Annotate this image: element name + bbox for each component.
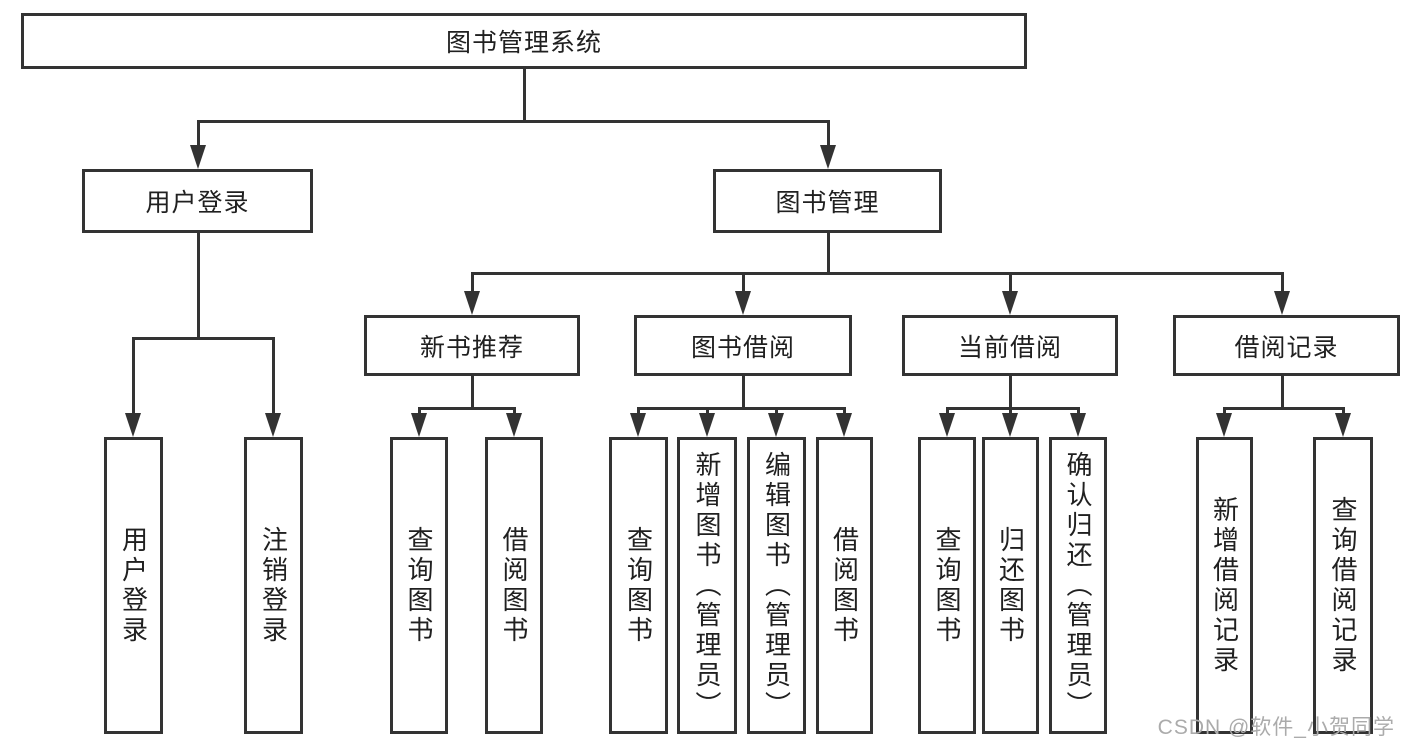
- connector-borrow-record-bar: [1223, 407, 1344, 410]
- node-book-mgmt: 图书管理: [713, 169, 942, 233]
- arrowhead-leaf-user-login: [125, 413, 141, 437]
- arrowhead-edit-book: [768, 413, 784, 437]
- connector-branch-return-book: [1009, 407, 1012, 415]
- arrowhead-add-record: [1216, 413, 1232, 437]
- connector-branch-book-borrow: [742, 272, 745, 293]
- connector-branch-borrow-record: [1281, 272, 1284, 293]
- leaf-add-borrow-record: 新增借阅记录: [1196, 437, 1253, 734]
- arrowhead-leaf-logout: [265, 413, 281, 437]
- arrowhead-book-mgmt: [820, 145, 836, 169]
- arrowhead-current-borrow: [1002, 291, 1018, 315]
- leaf-confirm-return: 确认归还（管理员）: [1049, 437, 1107, 734]
- connector-level3-bar: [471, 272, 1283, 275]
- node-borrow-record-label: 借阅记录: [1234, 333, 1339, 362]
- arrowhead-query-book-a: [411, 413, 427, 437]
- connector-branch-book-mgmt: [827, 120, 830, 147]
- arrowhead-book-borrow: [735, 291, 751, 315]
- connector-book-mgmt-stem: [827, 233, 830, 274]
- connector-branch-new-book-rec: [471, 272, 474, 293]
- connector-current-borrow-stem: [1009, 376, 1012, 409]
- arrowhead-add-book: [699, 413, 715, 437]
- leaf-query-book-current: 查询图书: [918, 437, 976, 734]
- connector-branch-edit-book: [775, 407, 778, 415]
- leaf-add-borrow-record-label: 新增借阅记录: [1209, 495, 1240, 676]
- connector-branch-confirm-return: [1077, 407, 1080, 415]
- leaf-logout: 注销登录: [244, 437, 303, 734]
- connector-root-stem: [523, 69, 526, 123]
- arrowhead-return-book: [1002, 413, 1018, 437]
- connector-book-borrow-bar: [637, 407, 845, 410]
- connector-branch-add-record: [1223, 407, 1226, 415]
- leaf-add-book-label: 新增图书（管理员）: [692, 450, 722, 721]
- node-current-borrow-label: 当前借阅: [957, 333, 1062, 362]
- node-root-label: 图书管理系统: [445, 29, 602, 57]
- connector-branch-query-book-c: [946, 407, 949, 415]
- csdn-watermark: CSDN @软件_小贺同学: [1157, 716, 1395, 739]
- leaf-query-book-current-label: 查询图书: [932, 525, 962, 646]
- connector-branch-query-record: [1342, 407, 1345, 415]
- leaf-user-login-label: 用户登录: [118, 525, 149, 646]
- connector-branch-borrow-book-b: [843, 407, 846, 415]
- connector-branch-current-borrow: [1009, 272, 1012, 293]
- connector-new-book-rec-stem: [471, 376, 474, 409]
- arrowhead-new-book-rec: [464, 291, 480, 315]
- node-root: 图书管理系统: [21, 13, 1027, 69]
- arrowhead-confirm-return: [1070, 413, 1086, 437]
- connector-branch-query-book-a: [418, 407, 421, 415]
- arrowhead-borrow-book-b: [836, 413, 852, 437]
- node-user-login: 用户登录: [82, 169, 313, 233]
- connector-branch-query-book-b: [637, 407, 640, 415]
- connector-user-login-stem: [197, 233, 200, 339]
- leaf-user-login: 用户登录: [104, 437, 163, 734]
- arrowhead-query-record: [1335, 413, 1351, 437]
- leaf-query-borrow-record-label: 查询借阅记录: [1328, 495, 1358, 676]
- leaf-borrow-book-rec: 借阅图书: [485, 437, 543, 734]
- connector-branch-user-login: [197, 120, 200, 147]
- arrowhead-query-book-c: [939, 413, 955, 437]
- arrowhead-query-book-b: [630, 413, 646, 437]
- connector-branch-borrow-book-a: [513, 407, 516, 415]
- connector-branch-leaf-user-login: [132, 337, 135, 415]
- node-new-book-rec: 新书推荐: [364, 315, 580, 376]
- node-book-borrow-label: 图书借阅: [690, 333, 795, 362]
- leaf-edit-book: 编辑图书（管理员）: [747, 437, 806, 734]
- arrowhead-borrow-record: [1274, 291, 1290, 315]
- node-current-borrow: 当前借阅: [902, 315, 1118, 376]
- leaf-query-book-rec: 查询图书: [390, 437, 448, 734]
- leaf-confirm-return-label: 确认归还（管理员）: [1063, 450, 1093, 721]
- leaf-query-book-borrow: 查询图书: [609, 437, 668, 734]
- connector-book-borrow-stem: [742, 376, 745, 409]
- connector-borrow-record-stem: [1281, 376, 1284, 409]
- leaf-add-book: 新增图书（管理员）: [677, 437, 737, 734]
- leaf-query-book-rec-label: 查询图书: [404, 525, 434, 646]
- leaf-borrow-book-borrow: 借阅图书: [816, 437, 873, 734]
- connector-branch-leaf-logout: [272, 337, 275, 415]
- connector-branch-add-book: [706, 407, 709, 415]
- connector-level2-bar: [197, 120, 829, 123]
- connector-new-book-rec-bar: [418, 407, 515, 410]
- node-book-borrow: 图书借阅: [634, 315, 852, 376]
- node-user-login-label: 用户登录: [145, 189, 250, 217]
- node-new-book-rec-label: 新书推荐: [419, 333, 524, 362]
- node-book-mgmt-label: 图书管理: [775, 189, 880, 217]
- leaf-query-book-borrow-label: 查询图书: [623, 525, 654, 646]
- connector-current-borrow-bar: [946, 407, 1079, 410]
- leaf-borrow-book-rec-label: 借阅图书: [499, 525, 529, 646]
- leaf-logout-label: 注销登录: [258, 525, 289, 646]
- leaf-return-book-label: 归还图书: [995, 525, 1026, 646]
- arrowhead-borrow-book-a: [506, 413, 522, 437]
- leaf-return-book: 归还图书: [982, 437, 1039, 734]
- node-borrow-record: 借阅记录: [1173, 315, 1400, 376]
- leaf-query-borrow-record: 查询借阅记录: [1313, 437, 1373, 734]
- leaf-borrow-book-borrow-label: 借阅图书: [829, 525, 860, 646]
- connector-user-login-bar: [132, 337, 274, 340]
- arrowhead-user-login: [190, 145, 206, 169]
- leaf-edit-book-label: 编辑图书（管理员）: [761, 450, 792, 721]
